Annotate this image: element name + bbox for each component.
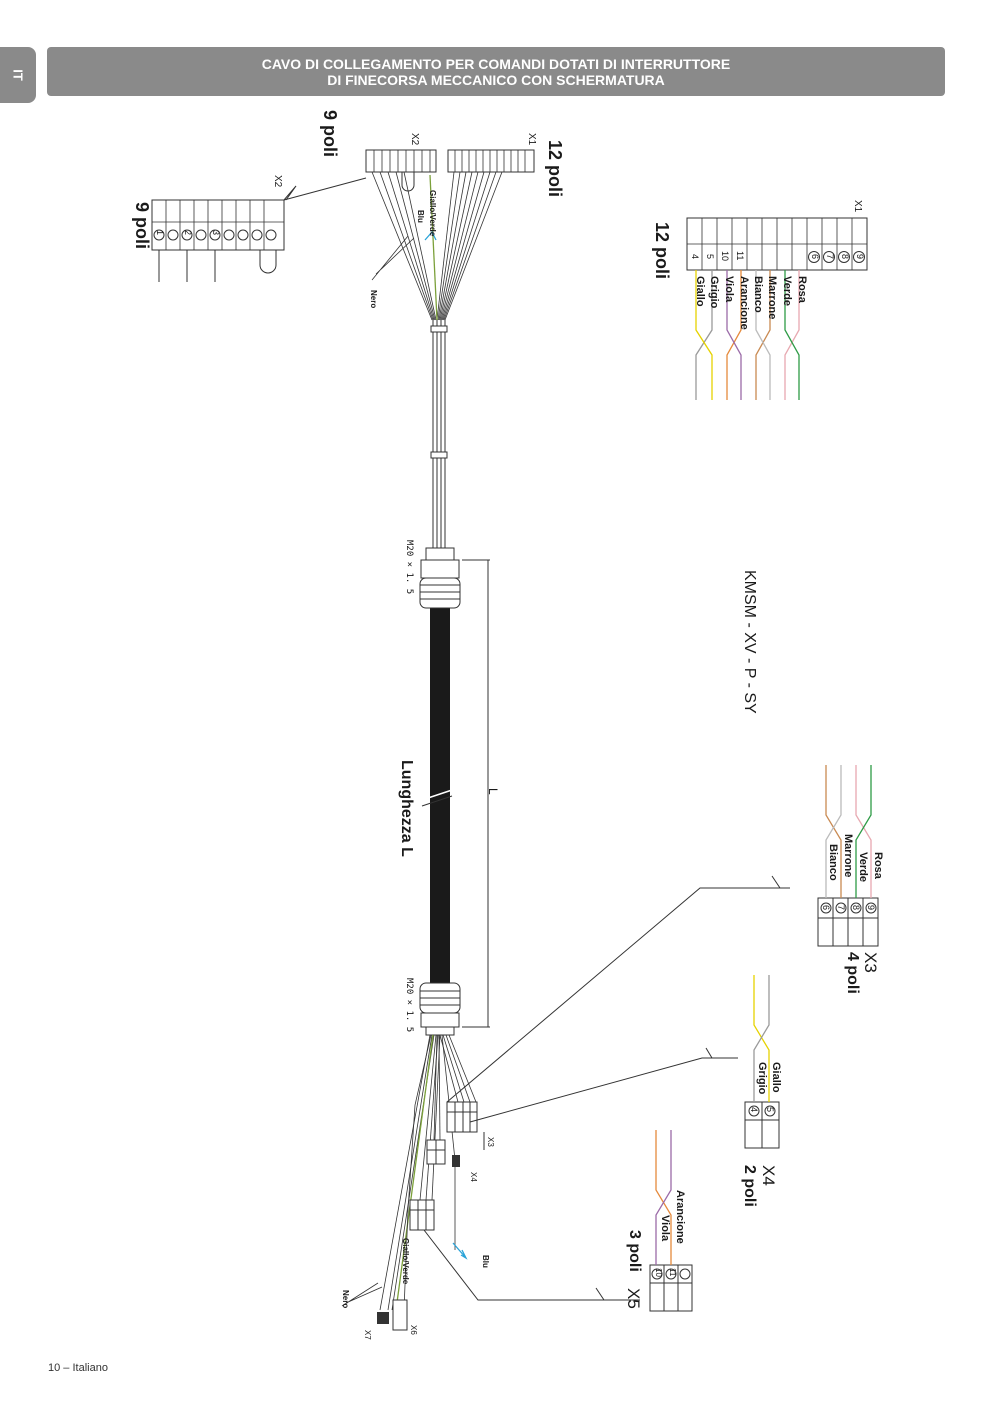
x1-top-id-label: X1	[526, 133, 537, 146]
x3-wire-marrone: Marrone	[842, 834, 854, 878]
x2-pin-3: 3	[211, 230, 221, 236]
x3-pin-6: 6	[821, 905, 831, 911]
x1-wire-giallo: Giallo	[694, 276, 706, 307]
x1-pin-8: 8	[840, 254, 850, 260]
bottom-wire-fan	[341, 1034, 477, 1311]
x5-id-label: X5	[624, 1288, 643, 1309]
x5-detail-wires	[655, 1130, 672, 1265]
bottom-wire-blu: Blu	[481, 1255, 490, 1268]
x5-detail-connector	[649, 1264, 693, 1312]
x3-poles-label: 4 poli	[844, 952, 861, 994]
x2-pin-2: 2	[183, 230, 193, 236]
x4-wire-grigio: Grigio	[756, 1062, 768, 1095]
model-name: KMSM - XV - P - SY	[741, 570, 758, 714]
x6-bottom-connector	[377, 1299, 408, 1331]
x5-poles-label: 3 poli	[626, 1230, 643, 1272]
x4-id-label: X4	[759, 1165, 778, 1186]
bottom-wire-giallo-verde: Giallo/Verde	[401, 1238, 410, 1285]
x1-pin-10: 10	[720, 251, 730, 262]
x1-detail-poles-label: 12 poli	[652, 222, 672, 280]
x5-wire-viola: Viola	[659, 1215, 671, 1242]
x1-wire-rosa: Rosa	[796, 276, 808, 303]
x2-pin-1: 1	[155, 230, 165, 236]
x4-poles-label: 2 poli	[741, 1165, 758, 1207]
x5-pin-11: 11	[668, 1268, 677, 1277]
page-footer: 10 – Italiano	[48, 1362, 108, 1374]
top-wire-nero: Nero	[369, 290, 378, 309]
x4-pin-4: 4	[749, 1107, 759, 1113]
x5-pin-10: 10	[654, 1268, 663, 1277]
x3-bottom-id: X3	[486, 1137, 495, 1147]
x1-wire-arancione: Arancione	[738, 276, 750, 330]
x3-wire-bianco: Bianco	[827, 844, 839, 881]
x1-pin-4: 4	[690, 254, 700, 260]
length-dimension	[462, 559, 490, 1028]
x7-id-label: X7	[363, 1330, 372, 1340]
x1-top-connector	[447, 149, 535, 173]
x2-detail-connector	[151, 177, 367, 282]
x3-wire-verde: Verde	[857, 852, 869, 882]
header-line-1: CAVO DI COLLEGAMENTO PER COMANDI DOTATI …	[261, 55, 731, 72]
x1-wire-bianco: Bianco	[752, 276, 764, 313]
x1-wire-verde: Verde	[781, 276, 793, 306]
x1-pin-11: 11	[735, 251, 745, 261]
top-wire-blu: Blu	[416, 210, 425, 223]
x3-pin-9: 9	[866, 905, 876, 911]
x3-id-label: X3	[861, 952, 880, 973]
x1-detail-wires	[695, 270, 800, 400]
x1-pin-9: 9	[855, 254, 865, 260]
x4-bottom-connector	[426, 1139, 460, 1167]
x1-wire-marrone: Marrone	[766, 276, 778, 320]
x4-pin-5: 5	[765, 1107, 775, 1113]
x1-pin-7: 7	[825, 254, 835, 260]
x4-wire-giallo: Giallo	[770, 1062, 782, 1093]
top-wire-giallo-verde: Giallo/Verde	[428, 190, 437, 237]
x3-wire-rosa: Rosa	[872, 852, 884, 879]
bottom-wire-nero: Nero	[341, 1290, 350, 1309]
x1-wire-grigio: Grigio	[708, 276, 720, 309]
page-header: CAVO DI COLLEGAMENTO PER COMANDI DOTATI …	[47, 47, 945, 96]
main-cable	[421, 320, 453, 985]
x1-pin-6: 6	[810, 254, 820, 260]
cable-gland-top	[419, 547, 461, 609]
x3-pin-8: 8	[851, 905, 861, 911]
x2-top-poles-label: 9 poli	[320, 110, 340, 158]
x3-bottom-connector	[446, 1101, 485, 1150]
length-label: Lunghezza L	[398, 760, 415, 857]
x1-detail-connector	[686, 217, 868, 271]
x3-detail-connector	[817, 897, 879, 947]
x1-pin-5: 5	[705, 254, 715, 260]
x1-top-poles-label: 12 poli	[545, 140, 565, 198]
language-tab: IT	[0, 47, 36, 103]
x1-wire-viola: Viola	[723, 276, 735, 303]
x5-wire-arancione: Arancione	[674, 1190, 686, 1244]
top-wire-fan	[371, 171, 503, 321]
x3-pin-7: 7	[836, 905, 846, 911]
x1-detail-id-label: X1	[852, 200, 863, 213]
gland-bottom-label: M20 × 1. 5	[404, 978, 414, 1033]
leader-lines	[423, 875, 790, 1301]
x2-top-id-label: X2	[409, 133, 420, 146]
x4-detail-wires	[753, 975, 770, 1102]
x2-detail-poles-label: 9 poli	[132, 202, 152, 250]
length-symbol: L	[486, 788, 500, 795]
cable-gland-bottom	[419, 982, 461, 1036]
gland-top-label: M20 × 1. 5	[404, 540, 414, 595]
x2-top-connector	[365, 149, 437, 192]
x4-detail-connector	[744, 1101, 780, 1149]
x5-bottom-connector	[409, 1199, 435, 1231]
x6-id-label: X6	[409, 1325, 418, 1335]
x2-detail-id-label: X2	[272, 175, 283, 188]
x3-detail-wires	[825, 765, 872, 898]
x4-bottom-id: X4	[469, 1172, 478, 1182]
header-line-2: DI FINECORSA MECCANICO CON SCHERMATURA	[327, 71, 665, 88]
